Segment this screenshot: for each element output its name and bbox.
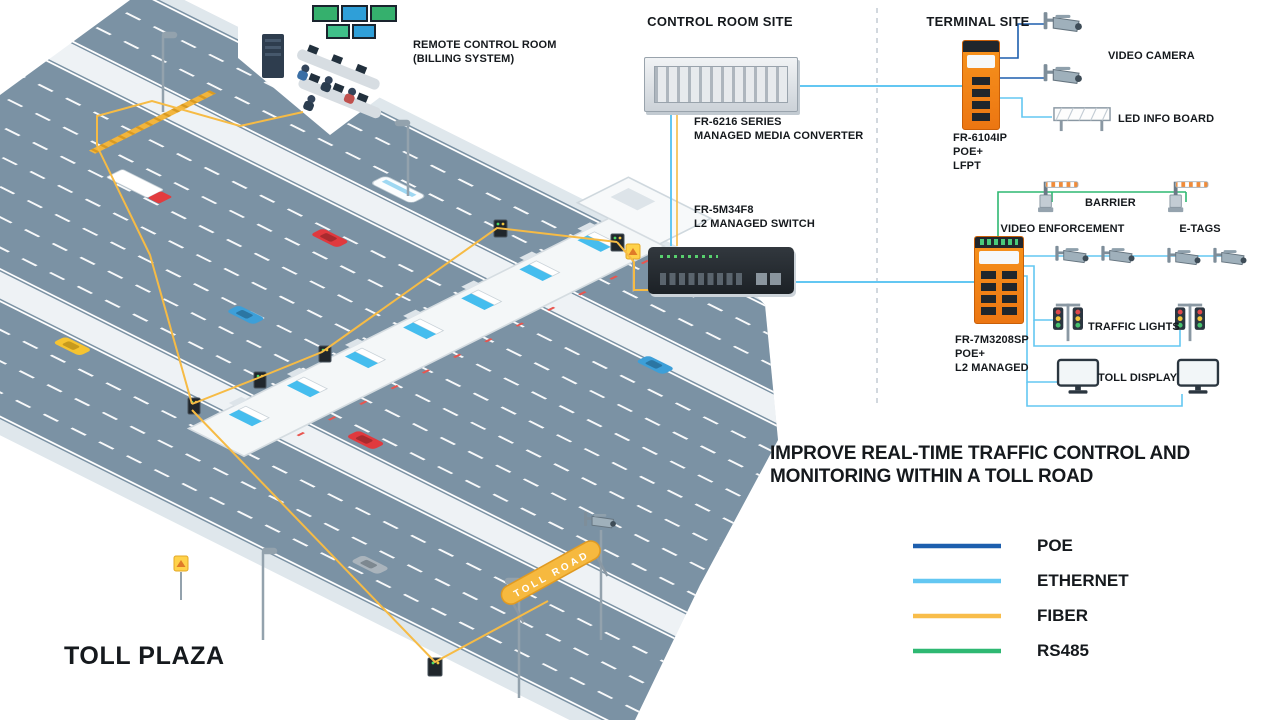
legend-label: FIBER [1037,606,1088,625]
ethernet-link [1022,275,1058,383]
device-top-cap [963,41,999,52]
fr7m3208sp-name: FR-7M3208SP [955,334,1029,346]
fr6216-name: FR-6216 SERIES [694,116,782,128]
barrier-label: BARRIER [1085,197,1136,209]
legend-label: POE [1037,536,1073,555]
operator-desks [297,44,382,119]
traffic-light-icon [1053,303,1083,342]
remote-control-room-line2: (BILLING SYSTEM) [413,53,515,65]
barrier-icon [1037,181,1079,213]
poe-ports [972,77,990,123]
video-enforcement-label: VIDEO ENFORCEMENT [1000,223,1125,235]
switch-sfp-ports [756,273,784,285]
fr6104ip-label: FR-6104IP POE+ LFPT [953,131,1007,173]
poe-link [998,23,1044,59]
field-switch-icon [253,371,267,389]
car-icon [637,356,673,374]
toll-plaza-label: TOLL PLAZA [64,642,225,670]
poe-ports [981,271,1017,317]
monitor-wall [312,5,397,39]
legend-label: RS485 [1037,641,1089,660]
rs485-line-swatch [913,648,1001,654]
enforcement-camera-icon [1054,245,1089,264]
fr7m3208sp-line2: L2 MANAGED [955,362,1029,374]
fr6104ip-line1: POE+ [953,146,984,158]
legend-item-ethernet: ETHERNET [913,571,1129,591]
gore-area [0,0,130,95]
terminal-endpoint-icons [1037,11,1247,395]
car-icon [312,229,348,247]
ethernet-link [1026,382,1183,407]
toll-display-label: TOLL DISPLAY [1098,372,1178,384]
street-lights [161,31,603,698]
terminal-block [980,239,1018,245]
device-label-sticker [967,55,995,68]
video-camera-label: VIDEO CAMERA [1108,50,1195,62]
fr6104ip-device [962,40,1000,130]
car-icon [228,306,264,324]
led-info-board-label: LED INFO BOARD [1118,113,1215,125]
poe-line-swatch [913,543,1001,549]
car-icon [352,556,388,574]
switch-leds [660,255,718,258]
field-switch-icon [318,345,332,363]
fr6104ip-name: FR-6104IP [953,132,1008,144]
enforcement-camera-icon [1100,245,1135,264]
remote-control-room-illustration [262,5,397,119]
legend-label: ETHERNET [1037,571,1129,590]
fr6216-label: FR-6216 SERIES MANAGED MEDIA CONVERTER [694,115,863,143]
gantry [88,90,216,154]
fiber-runs [96,99,650,664]
network-links [670,23,1240,407]
fr5m34f8-switch-device [648,247,794,294]
remote-control-room-line1: REMOTE CONTROL ROOM [413,39,557,51]
e-tags-label: E-TAGS [1179,223,1221,235]
ethernet-link [998,97,1052,118]
led-info-board-icon [1053,107,1111,132]
fr6104ip-line2: LFPT [953,160,981,172]
control-room-site-title: CONTROL ROOM SITE [647,14,793,29]
device-label-sticker [979,251,1019,264]
headline: IMPROVE REAL-TIME TRAFFIC CONTROL AND MO… [770,443,1191,488]
toll-display-icon [1176,358,1220,395]
terminal-site-title: TERMINAL SITE [926,14,1030,29]
legend: POE ETHERNET FIBER RS485 [913,536,1129,661]
ethernet-link [1033,320,1181,347]
truck-icon [106,169,172,204]
ethernet-line-swatch [913,578,1001,584]
fr7m3208sp-label: FR-7M3208SP POE+ L2 MANAGED [955,333,1029,375]
fr6216-desc: MANAGED MEDIA CONVERTER [694,130,864,142]
vehicles [54,169,673,574]
rs485-link [997,191,1186,236]
toll-booths [228,231,619,427]
warning-sign [173,555,189,600]
legend-item-poe: POE [913,536,1129,556]
switch-ports [660,273,744,285]
fr7m3208sp-device [974,236,1024,324]
barrier-icon [1167,181,1209,213]
fr5m34f8-label: FR-5M34F8 L2 MANAGED SWITCH [694,203,815,231]
remote-control-room-label: REMOTE CONTROL ROOM (BILLING SYSTEM) [413,38,556,66]
device-top-cap [975,237,1023,248]
car-icon [347,431,384,449]
fr5m34f8-desc: L2 MANAGED SWITCH [694,218,815,230]
fr6216-media-converter-device [644,57,798,112]
traffic-lights-label: TRAFFIC LIGHTS [1088,321,1180,333]
field-switch-icon [427,657,443,677]
fr5m34f8-name: FR-5M34F8 [694,204,754,216]
ethernet-link [1022,265,1054,321]
legend-item-rs485: RS485 [913,641,1129,661]
fr7m3208sp-line1: POE+ [955,348,986,360]
car-icon [54,337,90,356]
video-camera-icon [1043,63,1083,84]
media-converter-slots [654,66,788,103]
fiber-line-swatch [913,613,1001,619]
legend-item-fiber: FIBER [913,606,1129,626]
toll-display-icon [1056,358,1100,395]
